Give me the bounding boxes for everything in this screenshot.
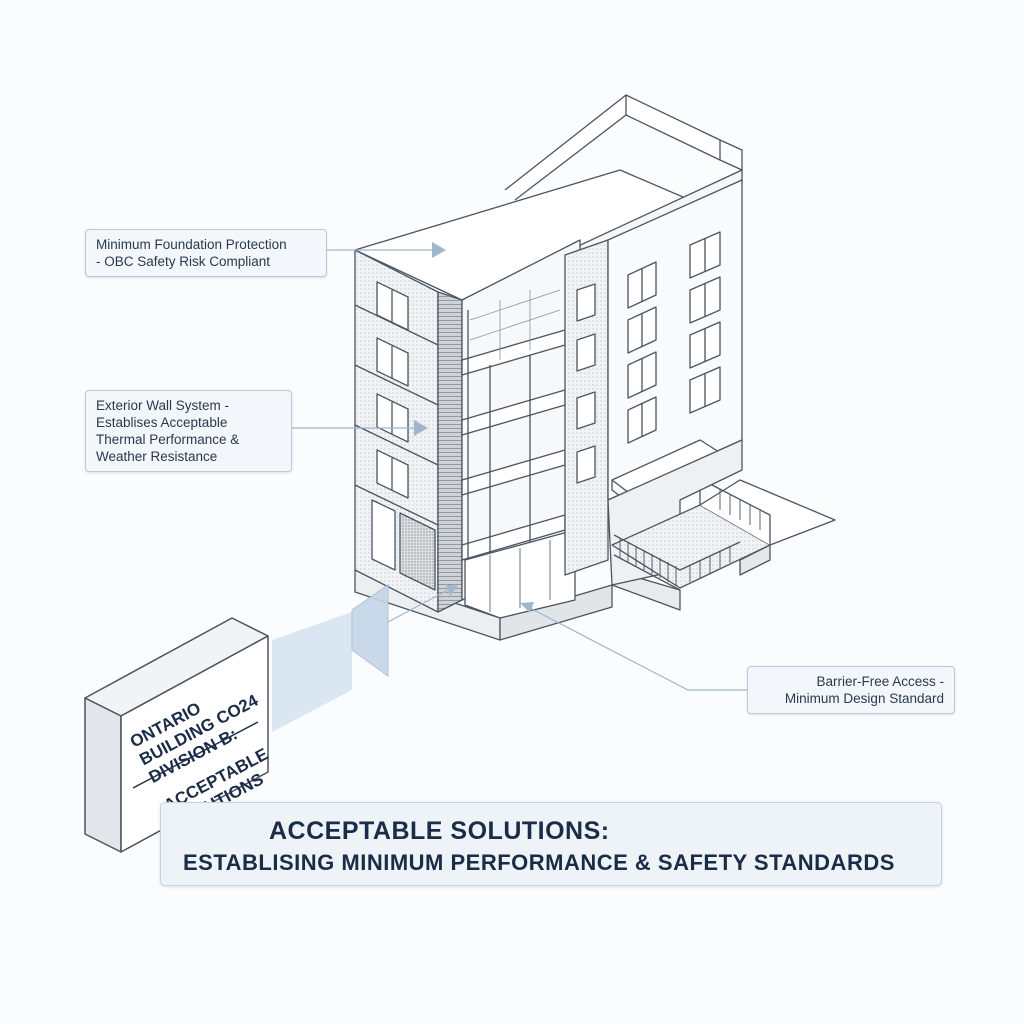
callout-wall-line3: Thermal Performance &: [96, 432, 240, 447]
banner-title: ACCEPTABLE SOLUTIONS:: [269, 817, 610, 845]
callout-wall-line2: Establises Acceptable: [96, 415, 228, 430]
callout-wall-line1: Exterior Wall System -: [96, 398, 230, 413]
callout-barrier-free-access: Barrier-Free Access - Minimum Design Sta…: [747, 666, 955, 714]
callout-access-line1: Barrier-Free Access -: [816, 674, 944, 689]
arrow-access: [520, 602, 534, 613]
callout-foundation-line2: - OBC Safety Risk Compliant: [96, 254, 271, 269]
callout-wall-line4: Weather Resistance: [96, 449, 218, 464]
callout-access-line2: Minimum Design Standard: [784, 691, 944, 706]
code-block: [84, 617, 269, 853]
callout-foundation-protection: Minimum Foundation Protection - OBC Safe…: [85, 229, 327, 277]
banner-subtitle: ESTABLISING MINIMUM PERFORMANCE & SAFETY…: [183, 850, 895, 875]
title-banner: ACCEPTABLE SOLUTIONS: ESTABLISING MINIMU…: [160, 802, 942, 886]
callout-exterior-wall: Exterior Wall System - Establises Accept…: [85, 390, 292, 472]
arrow-plinth: [446, 584, 458, 596]
arrow-foundation: [432, 242, 446, 258]
projection-beam: [272, 612, 352, 732]
balcony-void: [437, 291, 463, 613]
arrow-wall: [414, 420, 428, 436]
callout-foundation-line1: Minimum Foundation Protection: [96, 237, 287, 252]
